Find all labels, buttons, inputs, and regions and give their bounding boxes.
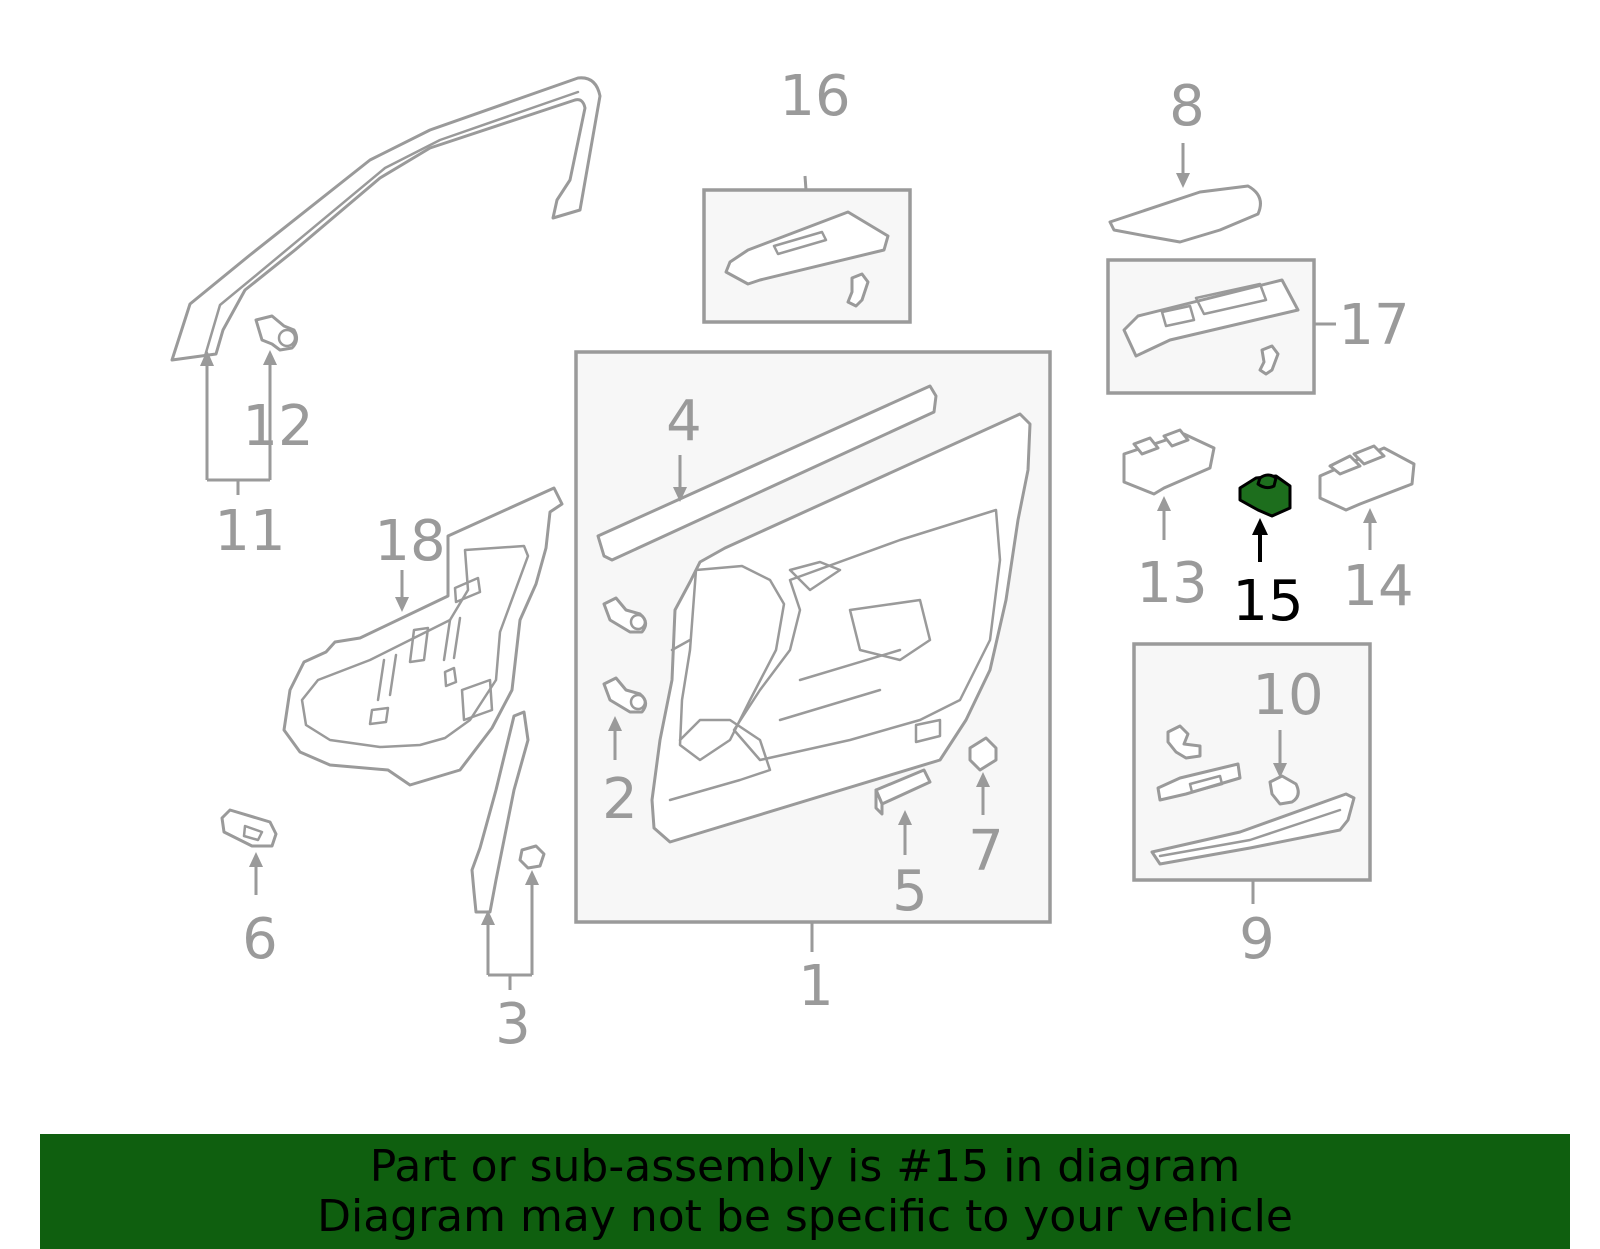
leader-7 xyxy=(976,772,990,815)
callout-3: 3 xyxy=(495,992,531,1057)
leader-13 xyxy=(1157,496,1171,540)
banner-line-2: Diagram may not be specific to your vehi… xyxy=(317,1190,1293,1242)
leader-12 xyxy=(263,350,277,393)
callout-13: 13 xyxy=(1136,551,1207,616)
part-8-armrest-cover[interactable] xyxy=(1108,184,1262,244)
part-1-door-panel[interactable] xyxy=(650,412,1032,844)
part-3-garnish[interactable] xyxy=(470,710,546,914)
leader-15 xyxy=(1252,518,1268,562)
callout-4: 4 xyxy=(666,389,702,454)
part-13-switch[interactable] xyxy=(1122,428,1216,496)
leader-8 xyxy=(1176,143,1190,188)
part-6-bracket[interactable] xyxy=(220,808,278,848)
part-10-clip[interactable] xyxy=(1268,774,1300,806)
callout-9: 9 xyxy=(1239,907,1275,972)
callout-18: 18 xyxy=(374,509,445,574)
callout-12: 12 xyxy=(242,394,313,459)
part-9-garnish[interactable] xyxy=(1150,792,1356,866)
part-9-bracket[interactable] xyxy=(1156,762,1242,802)
leader-2 xyxy=(608,716,622,760)
part-5-pad[interactable] xyxy=(874,768,932,816)
callout-10: 10 xyxy=(1252,663,1323,728)
callout-14: 14 xyxy=(1342,554,1413,619)
part-11-sash-molding[interactable] xyxy=(170,76,602,362)
part-2-clips[interactable] xyxy=(602,596,647,714)
callout-5: 5 xyxy=(892,859,928,924)
leader-5 xyxy=(898,810,912,855)
info-banner: Part or sub-assembly is #15 in diagram D… xyxy=(40,1134,1570,1249)
leader-4 xyxy=(673,455,687,502)
part-15-switch[interactable] xyxy=(1238,473,1292,518)
part-9-bolt[interactable] xyxy=(1166,724,1202,760)
leader-16 xyxy=(803,175,808,191)
callout-8: 8 xyxy=(1169,74,1205,139)
part-4-molding[interactable] xyxy=(596,384,938,562)
callout-17: 17 xyxy=(1338,293,1409,358)
leader-18 xyxy=(395,570,409,612)
leader-3 xyxy=(481,870,539,990)
callout-7: 7 xyxy=(968,819,1004,884)
part-16-switch-panel[interactable] xyxy=(724,210,890,308)
callout-6: 6 xyxy=(242,907,278,972)
part-7-block[interactable] xyxy=(968,736,998,772)
callout-11: 11 xyxy=(214,499,285,564)
callout-16: 16 xyxy=(779,64,850,129)
part-18-door-liner[interactable] xyxy=(282,486,564,787)
leader-10 xyxy=(1273,730,1287,778)
part-14-switch[interactable] xyxy=(1318,444,1416,512)
leader-14 xyxy=(1363,508,1377,550)
callout-2: 2 xyxy=(602,767,638,832)
banner-line-1: Part or sub-assembly is #15 in diagram xyxy=(369,1140,1241,1192)
callout-15: 15 xyxy=(1232,569,1303,634)
leader-6 xyxy=(249,852,263,895)
part-17-switch-panel[interactable] xyxy=(1122,278,1300,376)
part-12-clip[interactable] xyxy=(254,314,299,352)
leader-11 xyxy=(200,350,272,495)
callout-1: 1 xyxy=(798,954,834,1019)
